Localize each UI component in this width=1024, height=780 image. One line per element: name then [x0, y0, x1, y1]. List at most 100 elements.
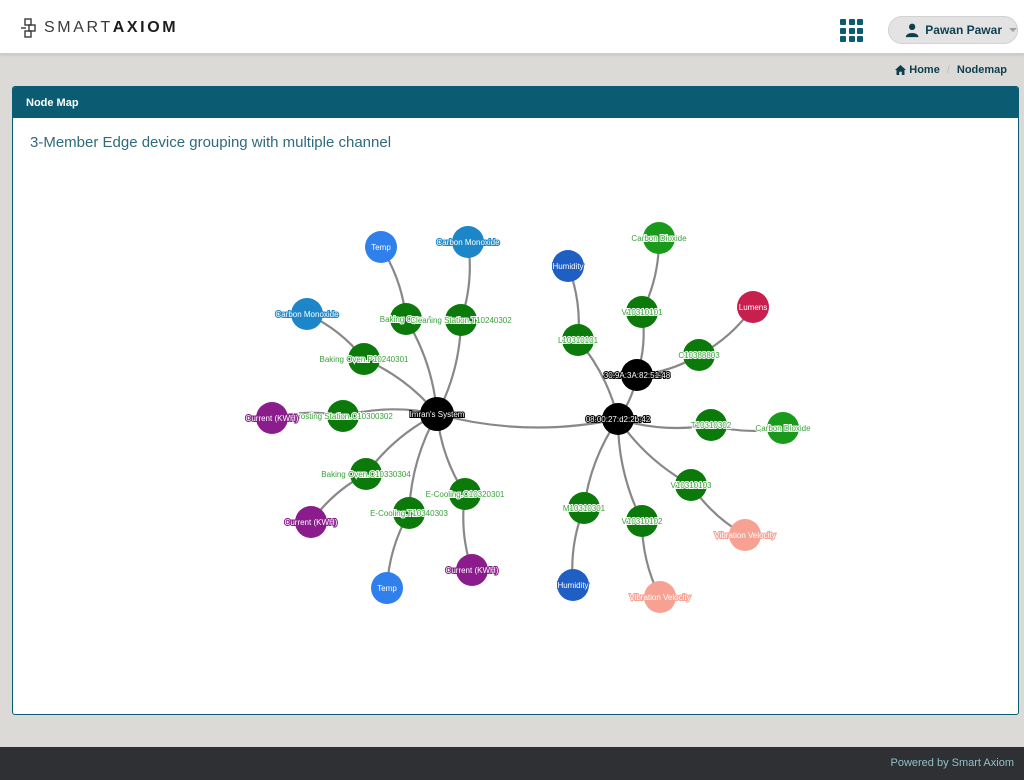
- graph-node-m301[interactable]: M10310301: [562, 492, 607, 524]
- graph-node-l101[interactable]: L10310101: [557, 324, 600, 356]
- graph-node-circle[interactable]: [295, 506, 327, 538]
- graph-node-cdx1[interactable]: Carbon Dioxide: [630, 222, 688, 254]
- graph-node-label: L10310101: [558, 336, 599, 345]
- graph-node-circle[interactable]: [456, 554, 488, 586]
- breadcrumb-current[interactable]: Nodemap: [956, 64, 1007, 76]
- graph-node-hum2[interactable]: Humidity: [556, 569, 590, 601]
- graph-node-bo1[interactable]: Baking Oven.1: [379, 303, 434, 335]
- breadcrumb-separator: /: [946, 64, 950, 76]
- graph-node-cur2[interactable]: Current (KWH): [284, 506, 339, 538]
- breadcrumb-home-label: Home: [909, 64, 940, 76]
- graph-node-circle[interactable]: [552, 250, 584, 282]
- graph-node-circle[interactable]: [371, 572, 403, 604]
- graph-node-circle[interactable]: [365, 231, 397, 263]
- graph-node-label: Temp: [371, 243, 391, 252]
- graph-node-label: T10310302: [691, 421, 732, 430]
- graph-node-circle[interactable]: [350, 458, 382, 490]
- graph-node-label: E-Cooling.C10320301: [426, 490, 505, 499]
- graph-node-bop[interactable]: Baking Oven.P10240301: [319, 343, 410, 375]
- graph-node-cdx2[interactable]: Carbon Dioxide: [754, 412, 812, 444]
- graph-node-cur1[interactable]: Current (KWH): [245, 402, 300, 434]
- graph-node-v102[interactable]: V10310102: [621, 505, 664, 537]
- graph-node-circle[interactable]: [393, 497, 425, 529]
- graph-node-cs1[interactable]: Cleaning Station.T10240302: [409, 304, 513, 336]
- graph-node-circle[interactable]: [568, 492, 600, 524]
- node-map-panel: Node Map Imran's System 08:00:27:d2:2b:42…: [12, 86, 1019, 715]
- graph-node-lum[interactable]: Lumens: [737, 291, 769, 323]
- graph-node-ect[interactable]: E-Cooling.T10340303: [369, 497, 449, 529]
- graph-node-circle[interactable]: [562, 324, 594, 356]
- graph-node-circle[interactable]: [256, 402, 288, 434]
- graph-node-label: C10388803: [678, 351, 720, 360]
- logo-text: SMARTAXIOM: [44, 19, 178, 37]
- graph-node-label: Carbon Monoxide: [436, 238, 500, 247]
- graph-node-label: Current (KWH): [246, 414, 299, 423]
- graph-node-fst[interactable]: Frosting Station.C10300302: [292, 400, 394, 432]
- graph-node-circle[interactable]: [621, 359, 653, 391]
- graph-node-temp2[interactable]: Temp: [371, 572, 403, 604]
- top-bar: SMARTAXIOM Pawan Pawar: [0, 0, 1024, 54]
- panel-header: Node Map: [13, 87, 1018, 118]
- graph-node-label: V10310101: [622, 308, 663, 317]
- graph-node-circle[interactable]: [729, 519, 761, 551]
- graph-node-t302[interactable]: T10310302: [690, 409, 733, 441]
- graph-node-cur3[interactable]: Current (KWH): [445, 554, 500, 586]
- graph-node-imran[interactable]: Imran's System: [409, 397, 466, 431]
- graph-node-circle[interactable]: [327, 400, 359, 432]
- graph-node-circle[interactable]: [626, 505, 658, 537]
- graph-node-vib1[interactable]: Vibration Velocity: [713, 519, 777, 551]
- graph-node-circle[interactable]: [348, 343, 380, 375]
- graph-node-gw2[interactable]: 30:9A:3A:82:51:48: [603, 359, 672, 391]
- graph-node-circle[interactable]: [602, 403, 634, 435]
- graph-node-label: Humidity: [557, 581, 588, 590]
- breadcrumb-home[interactable]: Home: [895, 64, 940, 76]
- graph-node-circle[interactable]: [695, 409, 727, 441]
- graph-node-label: Carbon Dioxide: [755, 424, 811, 433]
- graph-node-circle[interactable]: [737, 291, 769, 323]
- node-map-graph[interactable]: Imran's System 08:00:27:d2:2b:42 30:9A:3A:…: [13, 87, 1019, 715]
- graph-node-boc[interactable]: Baking Oven.C10330304: [320, 458, 412, 490]
- graph-node-v103[interactable]: V10310103: [670, 469, 713, 501]
- graph-node-label: Baking Oven.P10240301: [320, 355, 410, 364]
- graph-node-circle[interactable]: [291, 298, 323, 330]
- graph-node-circle[interactable]: [452, 226, 484, 258]
- user-menu-button[interactable]: Pawan Pawar: [888, 16, 1018, 44]
- user-name: Pawan Pawar: [925, 23, 1002, 37]
- graph-node-circle[interactable]: [643, 222, 675, 254]
- graph-node-label: E-Cooling.T10340303: [370, 509, 448, 518]
- breadcrumb: Home / Nodemap: [895, 64, 1007, 76]
- graph-node-label: Current (KWH): [285, 518, 338, 527]
- graph-node-circle[interactable]: [626, 296, 658, 328]
- graph-node-label: M10310301: [563, 504, 606, 513]
- graph-node-circle[interactable]: [420, 397, 454, 431]
- graph-node-label: V10310102: [622, 517, 663, 526]
- graph-node-circle[interactable]: [445, 304, 477, 336]
- graph-node-temp1[interactable]: Temp: [365, 231, 397, 263]
- graph-node-ecc[interactable]: E-Cooling.C10320301: [425, 478, 506, 510]
- graph-node-circle[interactable]: [449, 478, 481, 510]
- graph-node-label: 30:9A:3A:82:51:48: [604, 371, 671, 380]
- graph-node-circle[interactable]: [390, 303, 422, 335]
- graph-node-label: Temp: [377, 584, 397, 593]
- smartaxiom-logo[interactable]: SMARTAXIOM: [20, 17, 178, 39]
- graph-node-label: Carbon Dioxide: [631, 234, 687, 243]
- graph-node-gw1[interactable]: 08:00:27:d2:2b:42: [585, 403, 652, 435]
- apps-grid-icon[interactable]: [840, 19, 863, 42]
- graph-node-label: Lumens: [739, 303, 767, 312]
- chevron-down-icon: [1009, 28, 1017, 32]
- graph-node-hum1[interactable]: Humidity: [551, 250, 585, 282]
- graph-node-label: Vibration Velocity: [714, 531, 775, 540]
- graph-node-label: V10310103: [671, 481, 712, 490]
- graph-node-vib2[interactable]: Vibration Velocity: [628, 581, 692, 613]
- footer-text: Powered by Smart Axiom: [890, 757, 1015, 769]
- graph-node-c803[interactable]: C10388803: [677, 339, 721, 371]
- graph-node-circle[interactable]: [767, 412, 799, 444]
- graph-node-circle[interactable]: [683, 339, 715, 371]
- graph-node-circle[interactable]: [675, 469, 707, 501]
- graph-node-v101[interactable]: V10310101: [621, 296, 664, 328]
- graph-node-co2[interactable]: Carbon Monoxide: [274, 298, 340, 330]
- graph-node-label: Baking Oven.C10330304: [321, 470, 411, 479]
- graph-node-circle[interactable]: [644, 581, 676, 613]
- graph-node-circle[interactable]: [557, 569, 589, 601]
- graph-node-co1[interactable]: Carbon Monoxide: [435, 226, 501, 258]
